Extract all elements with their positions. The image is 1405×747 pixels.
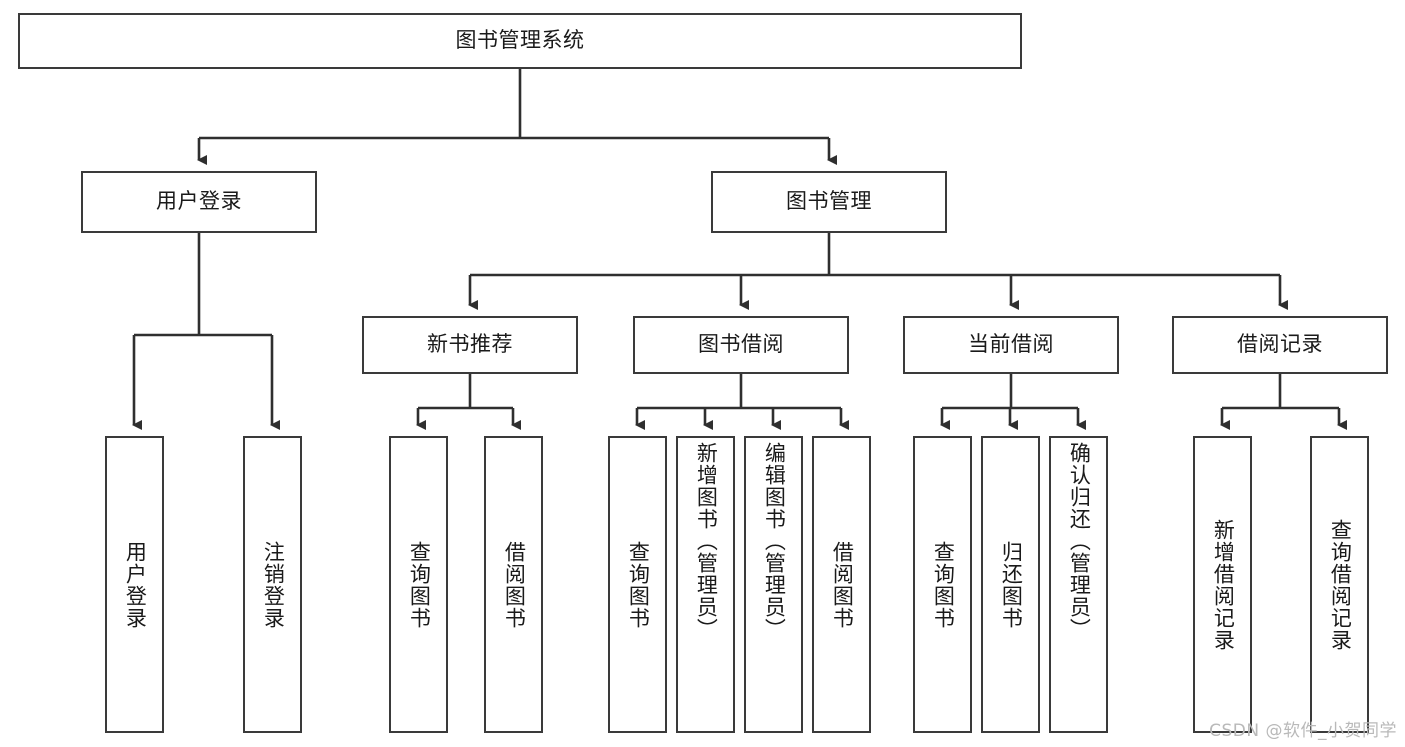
node-current-borrow[interactable]: 当前借阅	[903, 316, 1119, 374]
edges-group	[132, 69, 1347, 430]
leaf-return-book[interactable]: 归还图书	[981, 436, 1040, 733]
node-book-borrow-label: 图书借阅	[698, 332, 784, 357]
node-borrow-record[interactable]: 借阅记录	[1172, 316, 1388, 374]
leaf-borrow-book[interactable]: 借阅图书	[812, 436, 871, 733]
leaf-query-book-recommend-label: 查询图书	[407, 540, 432, 629]
node-current-borrow-label: 当前借阅	[968, 332, 1054, 357]
node-new-book-recommend-label: 新书推荐	[427, 332, 513, 357]
leaf-confirm-return-admin[interactable]: 确认归还（管理员）	[1049, 436, 1108, 733]
leaf-user-logout[interactable]: 注销登录	[243, 436, 302, 733]
leaf-add-book-admin[interactable]: 新增图书（管理员）	[676, 436, 735, 733]
leaf-query-book-recommend[interactable]: 查询图书	[389, 436, 448, 733]
leaf-query-book-borrow[interactable]: 查询图书	[608, 436, 667, 733]
node-root-label: 图书管理系统	[455, 28, 585, 53]
leaf-edit-book-admin[interactable]: 编辑图书（管理员）	[744, 436, 803, 733]
node-user-login[interactable]: 用户登录	[81, 171, 317, 233]
node-user-login-label: 用户登录	[156, 189, 242, 214]
node-root[interactable]: 图书管理系统	[18, 13, 1022, 69]
leaf-add-book-admin-label: 新增图书（管理员）	[694, 442, 719, 640]
leaf-confirm-return-admin-label: 确认归还（管理员）	[1067, 442, 1092, 640]
leaf-query-book-current-label: 查询图书	[931, 540, 956, 629]
leaf-user-logout-label: 注销登录	[261, 540, 286, 629]
node-book-borrow[interactable]: 图书借阅	[633, 316, 849, 374]
leaf-add-borrow-record[interactable]: 新增借阅记录	[1193, 436, 1252, 733]
node-book-management-label: 图书管理	[786, 189, 872, 214]
leaf-query-book-current[interactable]: 查询图书	[913, 436, 972, 733]
watermark-text: CSDN @软件_小贺同学	[1209, 721, 1397, 741]
leaf-user-login[interactable]: 用户登录	[105, 436, 164, 733]
leaf-add-borrow-record-label: 新增借阅记录	[1211, 518, 1236, 651]
leaf-borrow-book-label: 借阅图书	[830, 540, 855, 629]
node-borrow-record-label: 借阅记录	[1237, 332, 1323, 357]
leaf-query-borrow-record[interactable]: 查询借阅记录	[1310, 436, 1369, 733]
leaf-user-login-label: 用户登录	[123, 540, 148, 629]
node-new-book-recommend[interactable]: 新书推荐	[362, 316, 578, 374]
leaf-borrow-book-recommend-label: 借阅图书	[502, 540, 527, 629]
leaf-borrow-book-recommend[interactable]: 借阅图书	[484, 436, 543, 733]
leaf-return-book-label: 归还图书	[999, 540, 1024, 629]
node-book-management[interactable]: 图书管理	[711, 171, 947, 233]
leaf-query-book-borrow-label: 查询图书	[626, 540, 651, 629]
leaf-query-borrow-record-label: 查询借阅记录	[1328, 518, 1353, 651]
leaf-edit-book-admin-label: 编辑图书（管理员）	[762, 442, 787, 640]
